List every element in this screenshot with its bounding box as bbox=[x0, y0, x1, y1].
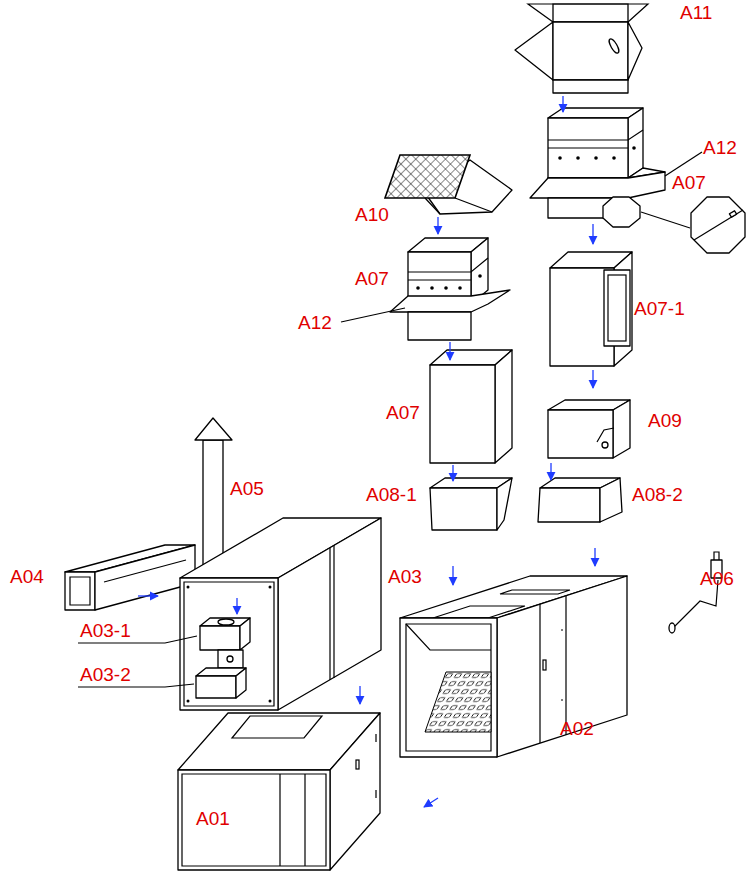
part-label: A12 bbox=[298, 312, 332, 334]
part-label: A03-1 bbox=[80, 620, 131, 642]
part-label: A01 bbox=[196, 808, 230, 830]
part-label: A07 bbox=[386, 402, 420, 424]
crank-handle bbox=[669, 552, 722, 633]
damper-box bbox=[548, 400, 630, 458]
part-label: A08-2 bbox=[632, 484, 683, 506]
duct-section bbox=[341, 238, 510, 340]
hood-part bbox=[515, 4, 648, 93]
duct-section bbox=[550, 252, 632, 366]
furnace-cabinet bbox=[400, 576, 627, 757]
part-label: A03 bbox=[388, 566, 422, 588]
part-label: A08-1 bbox=[366, 484, 417, 506]
transition-piece bbox=[538, 478, 622, 522]
inlet-duct bbox=[65, 545, 195, 610]
part-label: A09 bbox=[648, 410, 682, 432]
duct-section bbox=[430, 350, 512, 463]
part-label: A12 bbox=[703, 137, 737, 159]
part-label: A07-1 bbox=[634, 298, 685, 320]
part-label: A06 bbox=[700, 568, 734, 590]
mesh-hood bbox=[385, 155, 512, 214]
part-label: A07 bbox=[672, 172, 706, 194]
part-label: A04 bbox=[10, 566, 44, 588]
part-label: A11 bbox=[680, 2, 712, 24]
part-label: A07 bbox=[355, 268, 389, 290]
part-label: A05 bbox=[230, 478, 264, 500]
part-label: A02 bbox=[560, 718, 594, 740]
leader-lines bbox=[78, 636, 197, 687]
part-label: A03-2 bbox=[80, 664, 131, 686]
burner-cabinet bbox=[180, 518, 381, 710]
assembly-arrows bbox=[138, 96, 595, 807]
base-cabinet bbox=[178, 713, 380, 870]
part-label: A10 bbox=[355, 204, 389, 226]
transition-piece bbox=[430, 478, 512, 530]
damper-blade bbox=[603, 197, 745, 253]
